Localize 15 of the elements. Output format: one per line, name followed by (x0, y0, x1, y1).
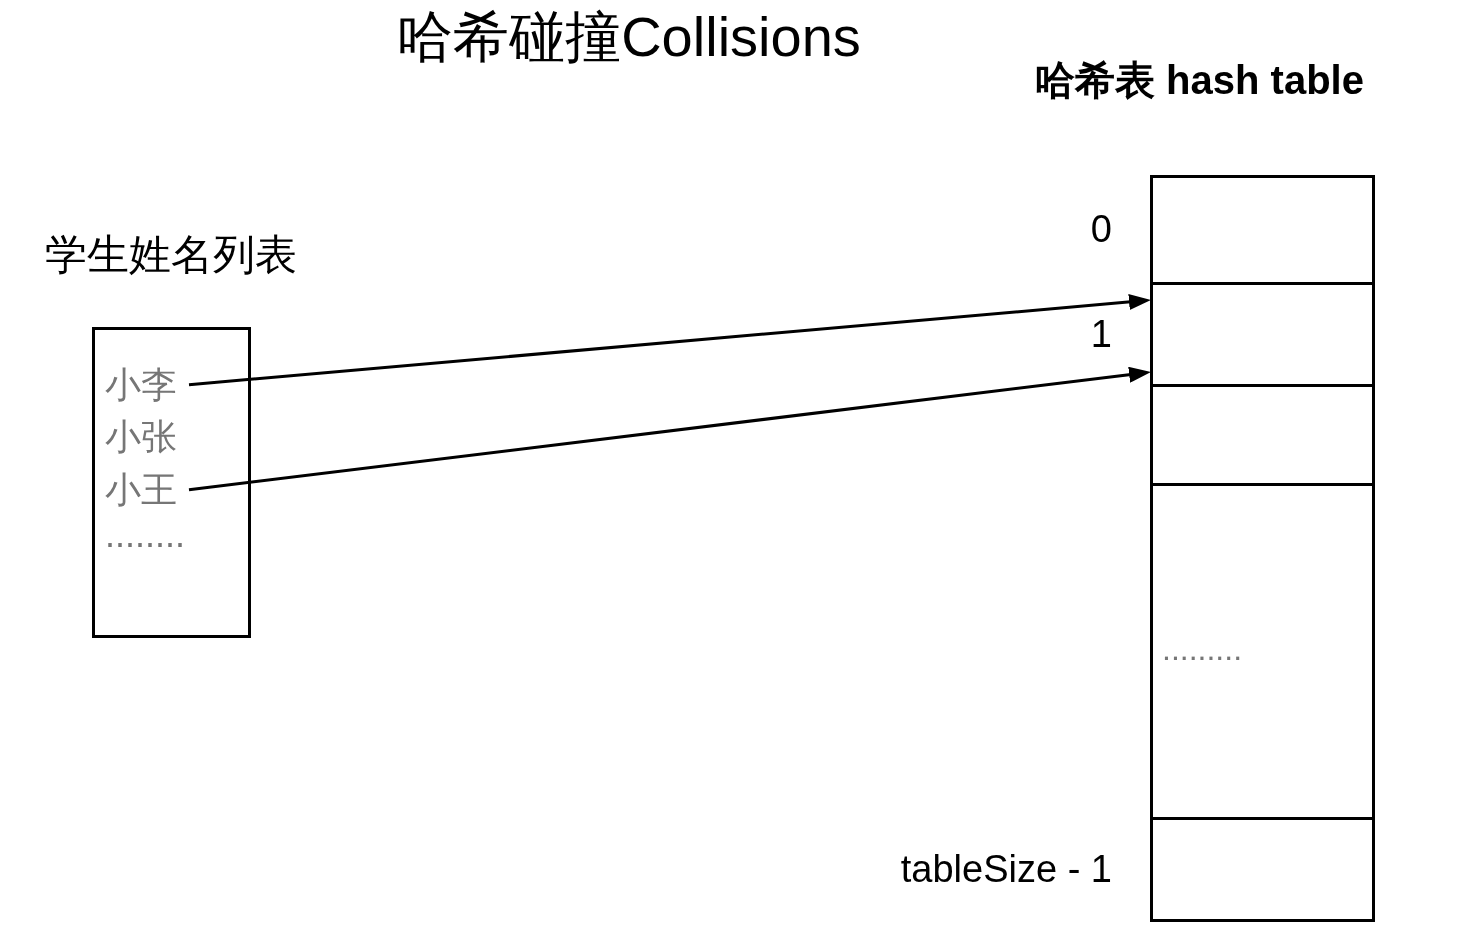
arrow (188, 294, 1151, 387)
diagram-title: 哈希碰撞Collisions (397, 5, 861, 70)
list-item: 小李 (105, 364, 177, 406)
slot-index: tableSize - 1 (900, 847, 1112, 892)
list-item: 小张 (105, 416, 177, 458)
ellipsis: ......... (1162, 631, 1242, 668)
slot-index: 1 (1090, 312, 1112, 357)
arrow (188, 366, 1151, 492)
list-item: 小王 (105, 469, 177, 511)
list-heading: 学生姓名列表 (45, 231, 297, 280)
table-heading: 哈希表 hash table (1035, 57, 1364, 103)
table-slot (1151, 484, 1374, 819)
ellipsis: ........ (105, 514, 185, 556)
table-slot (1151, 385, 1374, 485)
slot-index: 0 (1090, 208, 1112, 252)
